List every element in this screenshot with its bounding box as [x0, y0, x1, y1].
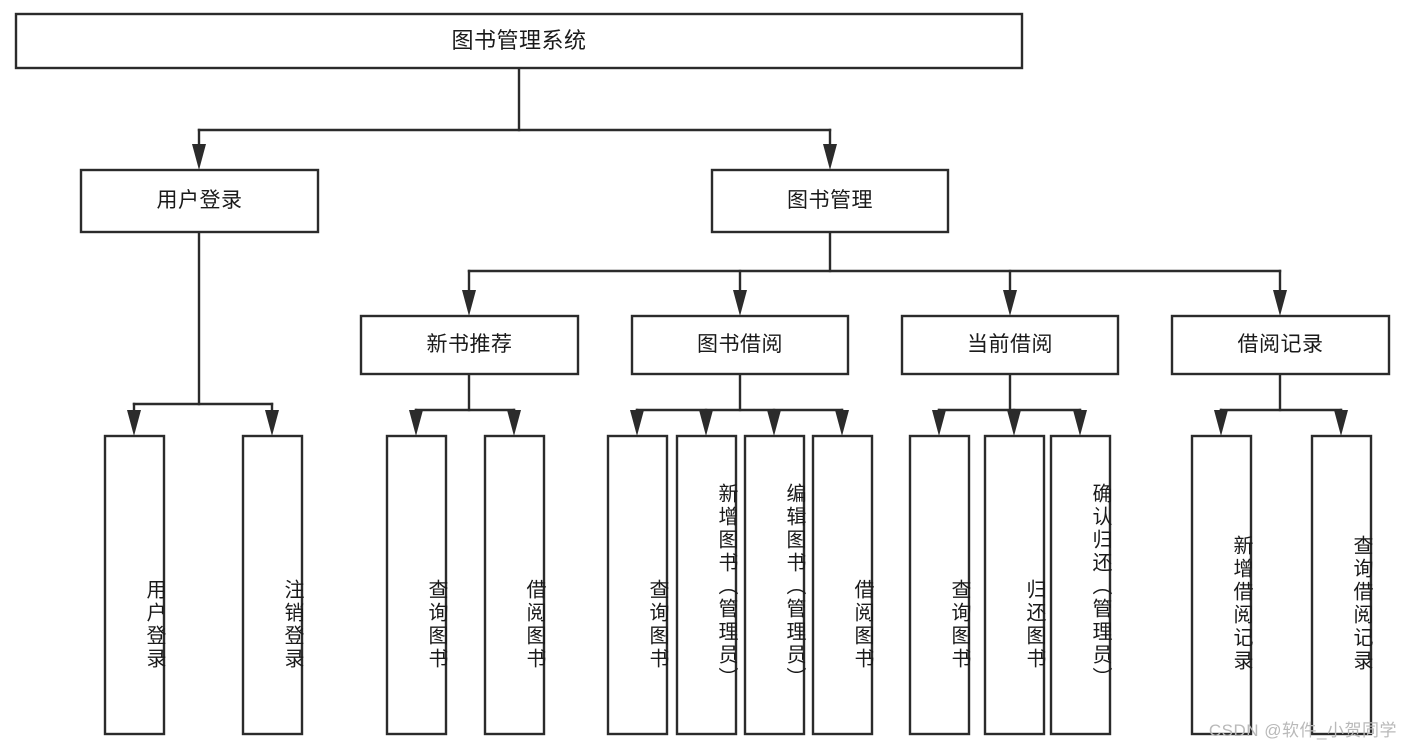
arrow-head-icon [699, 410, 713, 436]
node-box-leaf-bb-borrow[interactable] [811, 434, 874, 736]
node-box-borrow-record[interactable] [1170, 314, 1391, 376]
node-box-book-manage[interactable] [710, 168, 950, 234]
node-box-leaf-nbr-borrow[interactable] [483, 434, 546, 736]
node-box-new-book-recommend[interactable] [359, 314, 580, 376]
arrow-head-icon [932, 410, 946, 436]
arrow-head-icon [630, 410, 644, 436]
arrow-head-icon [1273, 290, 1287, 316]
node-box-leaf-user-logout[interactable] [241, 434, 304, 736]
node-box-layer [14, 12, 1391, 736]
node-box-leaf-br-query[interactable] [1310, 434, 1373, 736]
node-box-leaf-user-login[interactable] [103, 434, 166, 736]
arrow-head-icon [1007, 410, 1021, 436]
node-box-leaf-nbr-query[interactable] [385, 434, 448, 736]
node-box-root[interactable] [14, 12, 1024, 70]
node-box-leaf-cb-query[interactable] [908, 434, 971, 736]
arrow-head-icon [127, 410, 141, 436]
node-box-leaf-br-add[interactable] [1190, 434, 1253, 736]
arrow-head-icon [1073, 410, 1087, 436]
arrow-head-icon [409, 410, 423, 436]
arrow-head-icon [733, 290, 747, 316]
node-box-current-borrow[interactable] [900, 314, 1120, 376]
arrow-head-icon [1003, 290, 1017, 316]
arrow-head-icon [462, 290, 476, 316]
arrow-head-icon [767, 410, 781, 436]
arrow-head-icon [507, 410, 521, 436]
node-box-leaf-cb-confirm[interactable] [1049, 434, 1112, 736]
arrow-head-icon [1214, 410, 1228, 436]
arrow-head-icon [1334, 410, 1348, 436]
node-box-leaf-cb-return[interactable] [983, 434, 1046, 736]
arrow-head-icon [192, 144, 206, 170]
arrow-head-icon [835, 410, 849, 436]
node-box-leaf-bb-query[interactable] [606, 434, 669, 736]
connector-layer [127, 66, 1348, 436]
node-box-user-login[interactable] [79, 168, 320, 234]
arrow-head-icon [265, 410, 279, 436]
node-box-leaf-bb-add[interactable] [675, 434, 738, 736]
node-box-leaf-bb-edit[interactable] [743, 434, 806, 736]
node-box-book-borrow[interactable] [630, 314, 850, 376]
arrow-head-icon [823, 144, 837, 170]
